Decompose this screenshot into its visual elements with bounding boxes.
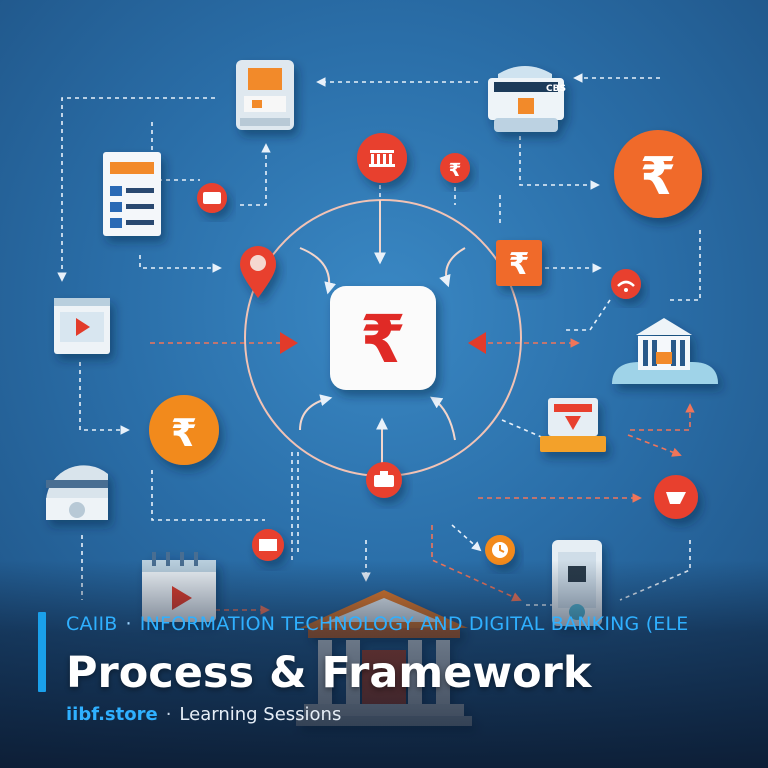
wallet-coin-icon [197,183,227,213]
red-bank-coin-icon [357,133,407,183]
location-pin-icon [240,246,276,298]
site-name: iibf.store [66,704,158,725]
laptop-icon [540,398,606,452]
course-heading: CAIIB · INFORMATION TECHNOLOGY AND DIGITAL… [66,613,766,635]
checklist-document-icon [103,152,161,236]
footer-credit: iibf.store · Learning Sessions [66,704,341,725]
orange-rupee-coin-icon: ₹ [614,130,702,218]
hand-coin-icon [654,475,698,519]
rupee-tile-icon: ₹ [330,286,436,390]
briefcase-coin-icon [366,462,402,498]
heading-separator: · [125,613,132,635]
footer-tagline: Learning Sessions [179,704,342,725]
video-browser-icon [54,298,110,354]
cbs-label: CBS [546,84,566,94]
page-title: Process & Framework [66,648,592,698]
rupee-symbol: ₹ [449,160,462,181]
rupee-symbol: ₹ [171,411,197,455]
footer-separator: · [165,704,172,725]
arrowhead-right [468,332,486,354]
small-rupee-coin-icon: ₹ [440,153,470,183]
bank-building-icon [612,318,718,384]
course-code: CAIIB [66,613,118,635]
orange-rupee-coin-left-icon: ₹ [149,395,219,465]
arrowhead-left [280,332,298,354]
rupee-symbol: ₹ [509,247,530,282]
cbs-terminal-icon: CBS [488,66,566,132]
wifi-coin-icon [611,269,641,299]
course-subject: INFORMATION TECHNOLOGY AND DIGITAL BANKI… [139,613,689,635]
converging-arrows [299,200,466,470]
document-screen-icon [236,60,294,130]
text-overlay-gradient [0,560,768,768]
rupee-square-icon: ₹ [496,240,542,286]
security-dome-icon [46,465,108,520]
accent-bar [38,612,46,692]
clock-coin-icon [485,535,515,565]
document-coin-icon [252,529,284,561]
rupee-symbol: ₹ [640,147,676,207]
rupee-symbol: ₹ [360,301,406,378]
